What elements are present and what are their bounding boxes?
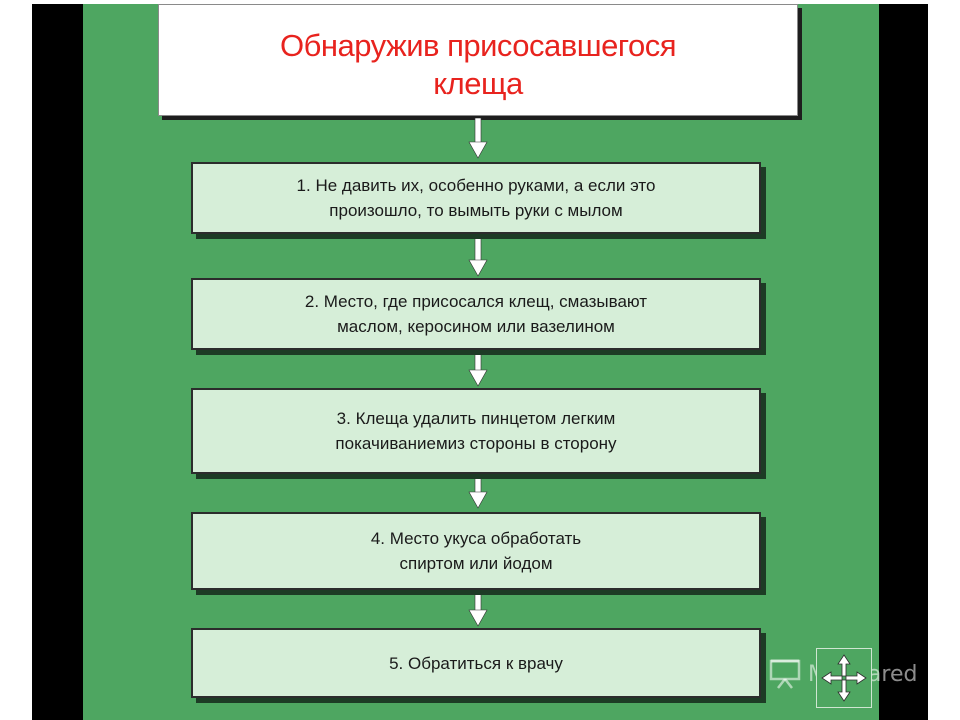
step-text: 5. Обратиться к врачу xyxy=(389,653,563,673)
step-text: 3. Клеща удалить пинцетом легким покачив… xyxy=(335,409,617,453)
step-text: 4. Место укуса обработать спиртом или йо… xyxy=(370,529,582,573)
step-box-1: 1. Не давить их, особенно руками, а если… xyxy=(191,162,761,234)
arrow-down-icon xyxy=(468,590,488,627)
navigation-control[interactable] xyxy=(816,648,872,708)
presentation-icon xyxy=(769,659,801,689)
step-box-3: 3. Клеща удалить пинцетом легким покачив… xyxy=(191,388,761,474)
step-box-5: 5. Обратиться к врачу xyxy=(191,628,761,698)
header-title: Обнаружив присосавшегося клеща xyxy=(279,28,677,101)
arrow-down-icon xyxy=(468,234,488,277)
arrow-down-icon xyxy=(468,474,488,509)
step-box-2: 2. Место, где присосался клещ, смазывают… xyxy=(191,278,761,350)
move-arrows-icon xyxy=(821,654,867,702)
step-box-4: 4. Место укуса обработать спиртом или йо… xyxy=(191,512,761,590)
step-text: 1. Не давить их, особенно руками, а если… xyxy=(296,176,656,220)
header-box: Обнаружив присосавшегося клеща xyxy=(158,4,798,116)
arrow-down-icon xyxy=(468,118,488,159)
arrow-down-icon xyxy=(468,352,488,387)
step-text: 2. Место, где присосался клещ, смазывают… xyxy=(304,292,648,336)
